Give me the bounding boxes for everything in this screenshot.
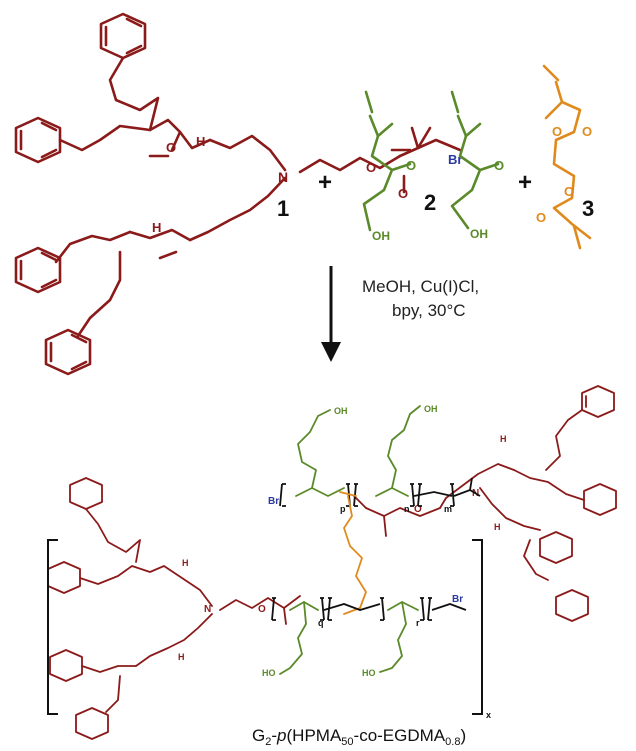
atom-o: O (414, 504, 422, 515)
atom-ho: HO (362, 668, 376, 678)
repeat-index-m: m (444, 504, 452, 514)
benzene-ring (581, 385, 615, 418)
repeat-index-p: p (340, 504, 346, 514)
benzene-ring (44, 328, 92, 376)
atom-o: O (564, 184, 574, 199)
atom-n: N (204, 604, 211, 615)
product-left-initiator (47, 477, 301, 740)
atom-nh: H (178, 652, 185, 662)
conditions-line-2: bpy, 30°C (392, 301, 466, 320)
plus-sign: + (318, 169, 332, 196)
atom-nh: H (196, 134, 205, 149)
repeat-index-q: q (318, 618, 324, 628)
repeat-bracket (47, 539, 483, 715)
benzene-ring (539, 531, 573, 564)
top-backbone (295, 405, 421, 497)
atom-br: Br (268, 496, 279, 507)
bottom-backbone-dark (271, 597, 467, 621)
atom-o: O (552, 124, 562, 139)
compound-2-hpma (362, 90, 500, 232)
benzene-ring (583, 483, 617, 516)
atom-o: O (494, 158, 504, 173)
reaction-arrow (321, 266, 341, 362)
atom-o: O (406, 158, 416, 173)
atom-o: O (258, 604, 266, 615)
conditions-line-1: MeOH, Cu(I)Cl, (362, 277, 479, 296)
benzene-ring (75, 707, 109, 740)
compound-1-initiator (14, 12, 462, 376)
atom-n: N (278, 169, 288, 185)
top-backbone-dark (279, 477, 481, 507)
compound-2-label: 2 (424, 190, 436, 215)
repeat-index-r: r (416, 618, 420, 628)
benzene-ring (555, 589, 589, 622)
repeat-index-x: x (486, 710, 491, 720)
plus-sign: + (518, 169, 532, 196)
atom-ho: HO (262, 668, 276, 678)
atom-nh: H (182, 558, 189, 568)
atom-o: O (366, 160, 376, 175)
benzene-ring (99, 12, 147, 60)
atom-o: O (166, 140, 176, 155)
product-caption: G2-p(HPMA50-co-EGDMA0.8) (252, 726, 466, 748)
atom-nh: H (494, 522, 501, 532)
compound-3-egdma (542, 64, 592, 250)
atom-oh: OH (470, 227, 488, 241)
product-right-initiator (353, 385, 617, 622)
compound-3-label: 3 (582, 196, 594, 221)
atom-br: Br (452, 594, 463, 605)
atom-o: O (398, 186, 408, 201)
atom-oh: OH (334, 406, 348, 416)
benzene-ring (49, 649, 83, 682)
atom-nh: H (500, 434, 507, 444)
atom-o: O (536, 210, 546, 225)
compound-1-label: 1 (277, 196, 289, 221)
benzene-ring (47, 561, 81, 594)
atom-oh: OH (372, 229, 390, 243)
bottom-backbone (279, 601, 419, 675)
benzene-ring (14, 116, 62, 164)
benzene-ring (69, 477, 103, 510)
atom-oh: OH (424, 404, 438, 414)
atom-o: O (582, 124, 592, 139)
atom-nh: H (152, 220, 161, 235)
repeat-index-n: n (404, 504, 410, 514)
benzene-ring (14, 246, 62, 294)
